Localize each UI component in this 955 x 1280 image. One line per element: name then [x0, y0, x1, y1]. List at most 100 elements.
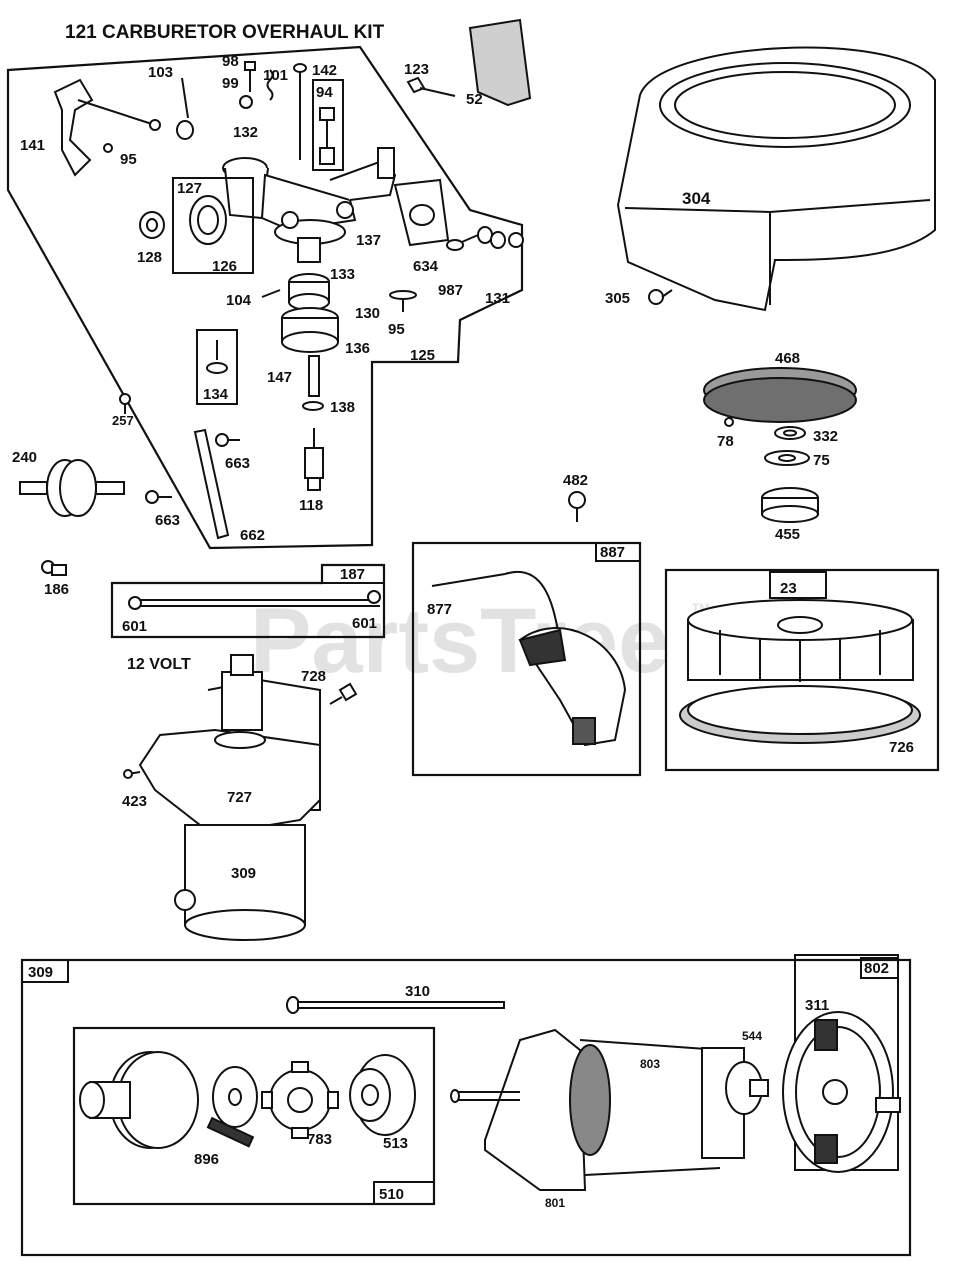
label-510: 510: [379, 1186, 404, 1203]
label-131: 131: [485, 290, 510, 307]
label-23: 23: [780, 580, 797, 597]
drive-896-part: [79, 1051, 255, 1149]
commutator-544-part: [701, 1047, 769, 1159]
spring-101-part: [266, 69, 274, 101]
label-896: 896: [194, 1151, 219, 1168]
carburetor-kit-outline: [6, 45, 524, 550]
label-132: 132: [233, 124, 258, 141]
needle-valve-parts: [302, 355, 324, 491]
washer-130-part: [389, 290, 417, 312]
label-726: 726: [889, 739, 914, 756]
label-663a: 663: [225, 455, 250, 472]
screw-98-part: [239, 61, 256, 109]
label-257: 257: [112, 413, 134, 428]
label-78: 78: [717, 433, 734, 450]
label-186: 186: [44, 581, 69, 598]
box-126-frame: [172, 177, 254, 274]
part-number-labels: 103 98 99 101 142 94 123 52 132 141 95 1…: [12, 53, 914, 1210]
label-128: 128: [137, 249, 162, 266]
screw-482-part: [568, 491, 586, 522]
fuel-fitting-parts: [446, 226, 524, 251]
bushing-128-part: [139, 211, 165, 239]
link-662-part: [193, 428, 230, 540]
label-240: 240: [12, 449, 37, 466]
label-662: 662: [240, 527, 265, 544]
label-126: 126: [212, 258, 237, 275]
label-141: 141: [20, 137, 45, 154]
label-130: 130: [355, 305, 380, 322]
cup-455-part: [761, 487, 819, 523]
label-877: 877: [427, 601, 452, 618]
washer-75-part: [764, 450, 810, 466]
screw-257-part: [119, 393, 131, 414]
label-803: 803: [640, 1057, 660, 1071]
label-310: 310: [405, 983, 430, 1000]
label-52: 52: [466, 91, 483, 108]
label-423: 423: [122, 793, 147, 810]
ignition-armature-877-part: [431, 570, 627, 747]
label-601b: 601: [352, 615, 377, 632]
label-137: 137: [356, 232, 381, 249]
armature-801-part: [450, 1028, 587, 1191]
label-601a: 601: [122, 618, 147, 635]
label-783: 783: [307, 1131, 332, 1148]
label-727: 727: [227, 789, 252, 806]
screw-663a-part: [215, 433, 240, 447]
label-136: 136: [345, 340, 370, 357]
box-134-frame: [196, 329, 238, 405]
label-98: 98: [222, 53, 239, 70]
housing-803-part: [569, 1039, 721, 1176]
label-103: 103: [148, 64, 173, 81]
kit-title: 121 CARBURETOR OVERHAUL KIT: [65, 22, 385, 43]
label-482: 482: [563, 472, 588, 489]
label-513: 513: [383, 1135, 408, 1152]
needle-142-part: [293, 63, 307, 160]
label-455: 455: [775, 526, 800, 543]
screw-663b-part: [145, 490, 172, 504]
box-802-label-frame: [860, 957, 899, 979]
label-118: 118: [299, 497, 323, 514]
starter-motor-assembly: [123, 654, 321, 941]
float-bowl-parts: [261, 273, 339, 353]
box-510-frame: [72, 1026, 436, 1206]
throttle-lever-part: [53, 78, 161, 177]
label-133: 133: [330, 266, 355, 283]
screw-305-part: [648, 289, 673, 305]
label-138: 138: [330, 399, 355, 416]
box-187-label-frame: [321, 564, 385, 584]
washer-part: [212, 1066, 258, 1128]
label-468: 468: [775, 350, 800, 367]
clip-103-part: [176, 77, 194, 140]
clamp-186-part: [41, 560, 67, 576]
fastener-78-part: [724, 417, 734, 427]
label-309: 309: [231, 865, 256, 882]
spring-134-part: [206, 340, 228, 374]
screen-468-part: [703, 367, 857, 423]
screw-94-part: [319, 107, 335, 165]
box-887-label-frame: [595, 542, 641, 562]
label-75: 75: [813, 452, 830, 469]
label-634: 634: [413, 258, 439, 275]
label-304: 304: [682, 189, 711, 208]
label-305: 305: [605, 290, 630, 307]
label-101: 101: [263, 67, 288, 84]
label-728: 728: [301, 668, 326, 685]
gasket-52-part: [468, 18, 532, 107]
label-142: 142: [312, 62, 337, 79]
label-663b: 663: [155, 512, 180, 529]
label-332: 332: [813, 428, 838, 445]
screw-123-part: [406, 76, 456, 97]
label-987: 987: [438, 282, 463, 299]
label-127: 127: [177, 180, 202, 197]
label-125: 125: [410, 347, 435, 364]
label-104: 104: [226, 292, 252, 309]
label-309-box: 309: [28, 964, 53, 981]
fuel-line-601-part: [128, 590, 381, 610]
label-544: 544: [742, 1029, 762, 1043]
label-187: 187: [340, 566, 365, 583]
box-510-label-frame: [373, 1181, 435, 1205]
label-887: 887: [600, 544, 625, 561]
blower-housing-304-part: [616, 46, 936, 312]
bolt-310-part: [286, 996, 505, 1014]
